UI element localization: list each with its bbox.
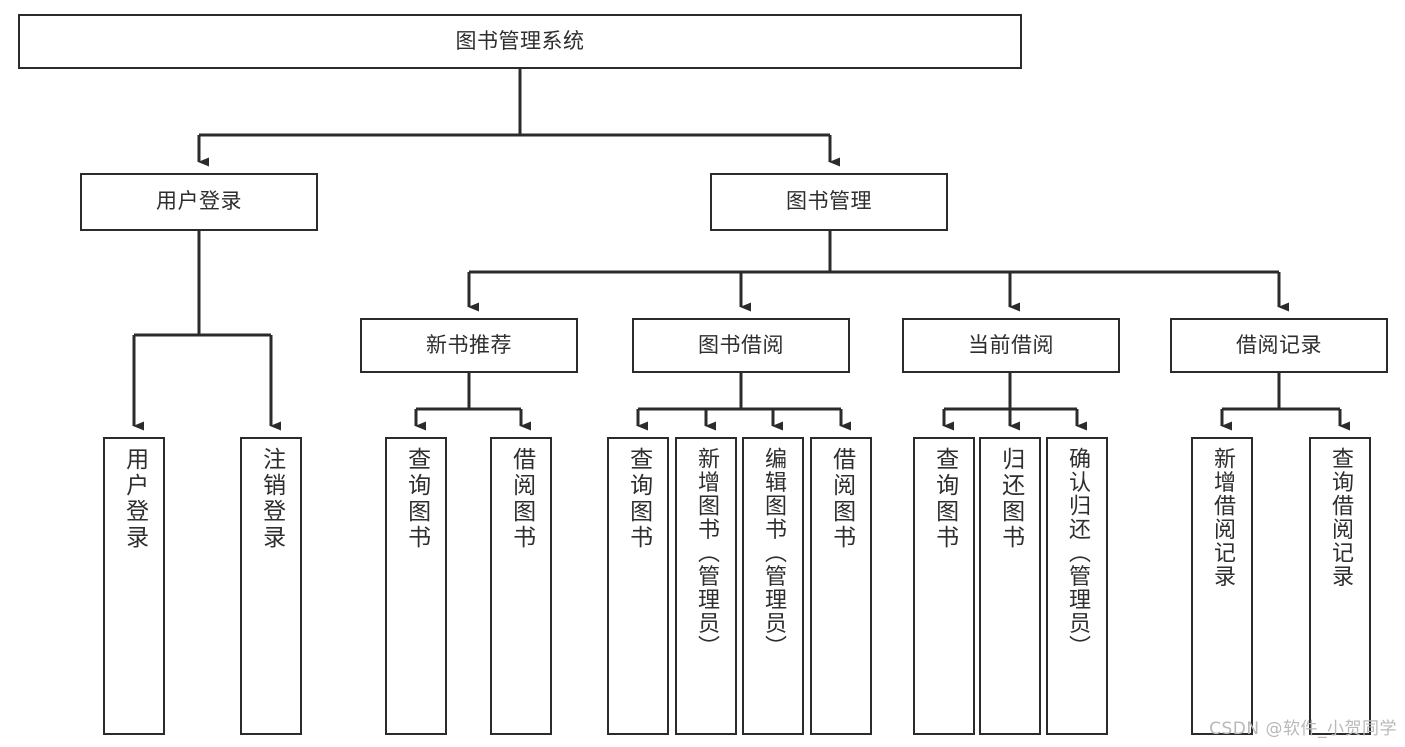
leaf-label: 新增图书（管理员） [693,447,719,659]
leaf-query-book-recommend[interactable]: 查询图书 [385,437,447,735]
leaf-label: 注销登录 [258,447,285,551]
leaf-add-borrow-record[interactable]: 新增借阅记录 [1191,437,1253,735]
leaf-logout-login[interactable]: 注销登录 [240,437,302,735]
node-user-login[interactable]: 用户登录 [80,173,318,231]
leaf-query-book-borrow[interactable]: 查询图书 [607,437,669,735]
leaf-confirm-return-admin[interactable]: 确认归还（管理员） [1046,437,1108,735]
leaf-edit-book-admin[interactable]: 编辑图书（管理员） [742,437,804,735]
node-current-borrow[interactable]: 当前借阅 [902,318,1120,373]
node-new-book-recommend[interactable]: 新书推荐 [360,318,578,373]
leaf-label: 查询图书 [931,447,958,551]
leaf-label: 归还图书 [997,447,1024,551]
leaf-label: 查询图书 [403,447,430,551]
node-root-system[interactable]: 图书管理系统 [18,14,1022,69]
watermark-text: CSDN @软件_小贺同学 [1209,719,1397,739]
leaf-label: 编辑图书（管理员） [760,447,786,659]
leaf-query-book-current[interactable]: 查询图书 [913,437,975,735]
leaf-label: 确认归还（管理员） [1064,447,1090,659]
node-borrow-record[interactable]: 借阅记录 [1170,318,1388,373]
leaf-return-book[interactable]: 归还图书 [979,437,1041,735]
leaf-add-book-admin[interactable]: 新增图书（管理员） [675,437,737,735]
leaf-label: 查询图书 [625,447,652,551]
leaf-label: 新增借阅记录 [1209,447,1235,588]
leaf-label: 用户登录 [121,447,148,551]
leaf-user-login[interactable]: 用户登录 [103,437,165,735]
leaf-label: 查询借阅记录 [1327,447,1353,588]
node-book-borrow[interactable]: 图书借阅 [632,318,850,373]
leaf-borrow-book-recommend[interactable]: 借阅图书 [490,437,552,735]
leaf-label: 借阅图书 [508,447,535,551]
node-book-management[interactable]: 图书管理 [710,173,948,231]
leaf-query-borrow-record[interactable]: 查询借阅记录 [1309,437,1371,735]
leaf-borrow-book[interactable]: 借阅图书 [810,437,872,735]
leaf-label: 借阅图书 [828,447,855,551]
